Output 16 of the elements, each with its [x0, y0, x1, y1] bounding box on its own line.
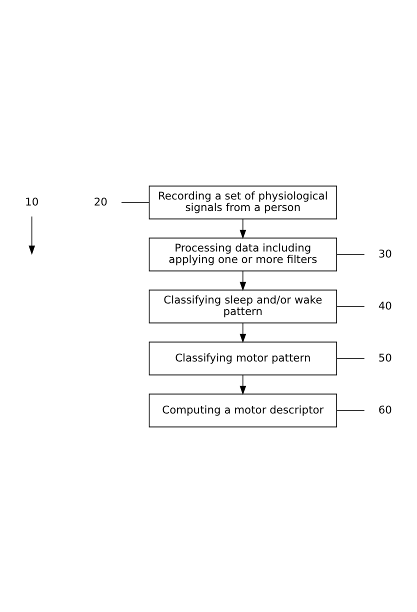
node-text: 60 [378, 402, 392, 416]
node-box: Classifying sleep and/or wake pattern [148, 289, 337, 323]
node-box: Recording a set of physiological signals from a person [148, 185, 337, 219]
node-text: 10 [25, 194, 39, 208]
node-text: 30 [378, 246, 392, 260]
arrow [240, 270, 246, 291]
node-box: Computing a motor descriptor [148, 393, 337, 427]
arrow [240, 218, 246, 239]
node-box: Classifying motor pattern [148, 341, 337, 375]
node-text: 50 [378, 350, 392, 364]
arrow [240, 374, 246, 395]
node-text: 40 [378, 298, 392, 312]
node-box: Processing data including applying one or more filters [148, 237, 337, 271]
node-text: 20 [94, 194, 108, 208]
arrow [240, 322, 246, 343]
arrow [28, 216, 36, 254]
